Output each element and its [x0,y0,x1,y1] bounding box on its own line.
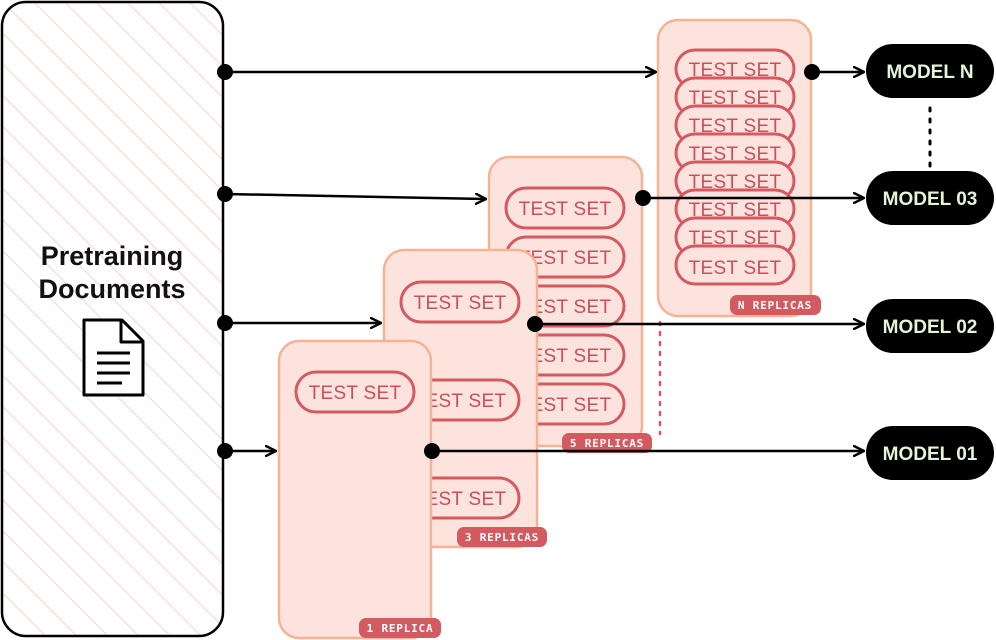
svg-text:TEST SET: TEST SET [519,248,612,269]
svg-text:TEST SET: TEST SET [414,391,507,412]
svg-text:1 REPLICA: 1 REPLICA [367,622,434,635]
svg-text:TEST SET: TEST SET [309,383,402,404]
test-set-pill: TEST SET [504,186,626,230]
replica-badge: 1 REPLICA [359,618,441,638]
source-title-line1: Pretraining [41,241,184,271]
svg-text:TEST SET: TEST SET [519,346,612,367]
svg-text:TEST SET: TEST SET [689,228,782,249]
replica-badge: N REPLICAS [730,295,821,315]
stack-n-replicas: TEST SET TEST SET TEST SET TEST SET TEST… [656,18,821,318]
svg-text:3 REPLICAS: 3 REPLICAS [465,531,539,544]
svg-text:MODEL 03: MODEL 03 [883,189,978,210]
svg-text:TEST SET: TEST SET [689,88,782,109]
svg-text:5 REPLICAS: 5 REPLICAS [570,437,644,450]
svg-text:TEST SET: TEST SET [519,199,612,220]
test-set-pill: TEST SET [674,244,796,286]
svg-text:TEST SET: TEST SET [689,200,782,221]
svg-text:TEST SET: TEST SET [689,258,782,279]
document-icon [82,318,145,397]
svg-text:TEST SET: TEST SET [414,293,507,314]
svg-text:TEST SET: TEST SET [519,395,612,416]
test-set-pill: TEST SET [399,280,521,324]
svg-text:TEST SET: TEST SET [689,172,782,193]
stack-1-replica: TEST SET 1 REPLICA [277,339,441,640]
output-arrows [424,64,864,459]
test-set-pill: TEST SET [294,370,416,414]
svg-text:MODEL 01: MODEL 01 [883,444,978,465]
input-arrows [217,64,656,459]
svg-text:TEST SET: TEST SET [519,297,612,318]
model-n-pill: MODEL N [866,44,994,98]
svg-text:N REPLICAS: N REPLICAS [738,299,812,312]
replica-badge: 5 REPLICAS [562,433,652,453]
model-02-pill: MODEL 02 [866,299,994,353]
model-03-pill: MODEL 03 [866,171,994,225]
svg-text:TEST SET: TEST SET [689,144,782,165]
pretraining-documents-box: Pretraining Documents [0,0,225,638]
svg-text:MODEL N: MODEL N [886,62,973,83]
source-title-line2: Documents [38,274,185,304]
svg-text:TEST SET: TEST SET [689,116,782,137]
svg-text:TEST SET: TEST SET [689,60,782,81]
svg-text:TEST SET: TEST SET [414,489,507,510]
arrow-to-stack-5 [224,192,486,199]
svg-text:MODEL 02: MODEL 02 [883,317,978,338]
model-01-pill: MODEL 01 [866,426,994,480]
replica-badge: 3 REPLICAS [457,527,547,547]
